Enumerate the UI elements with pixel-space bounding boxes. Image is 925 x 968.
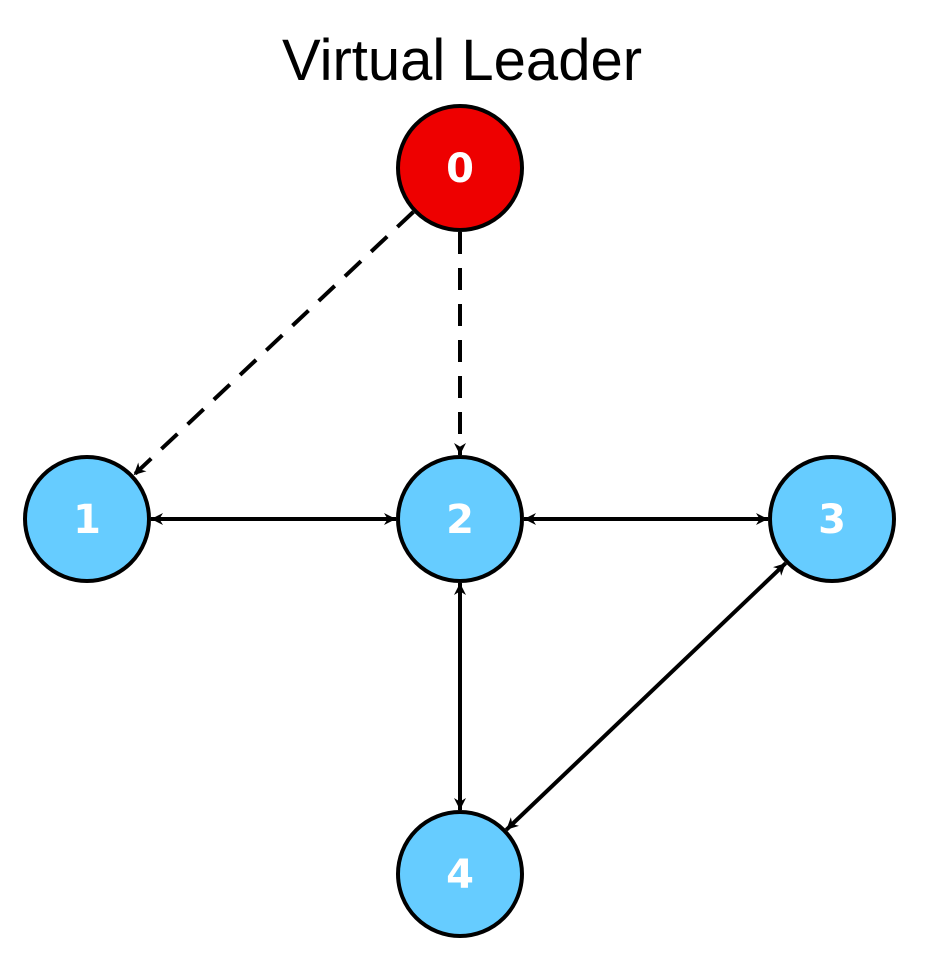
edges-group xyxy=(132,210,788,832)
node-4: 4 xyxy=(396,810,524,938)
node-2: 2 xyxy=(396,455,524,583)
nodes-group: 0 1 2 3 4 xyxy=(23,104,896,938)
node-circle-1 xyxy=(23,455,151,583)
node-1: 1 xyxy=(23,455,151,583)
node-circle-0 xyxy=(396,104,524,232)
node-label-1: 1 xyxy=(73,497,101,543)
node-label-4: 4 xyxy=(446,852,474,898)
node-3: 3 xyxy=(768,455,896,583)
node-label-3: 3 xyxy=(818,497,846,543)
node-label-2: 2 xyxy=(446,497,474,543)
node-label-0: 0 xyxy=(446,146,474,192)
node-0: 0 xyxy=(396,104,524,232)
node-circle-2 xyxy=(396,455,524,583)
edge-3-4 xyxy=(504,561,788,832)
edge-0-1 xyxy=(132,210,415,477)
node-circle-4 xyxy=(396,810,524,938)
diagram-title: Virtual Leader xyxy=(282,28,642,93)
node-circle-3 xyxy=(768,455,896,583)
